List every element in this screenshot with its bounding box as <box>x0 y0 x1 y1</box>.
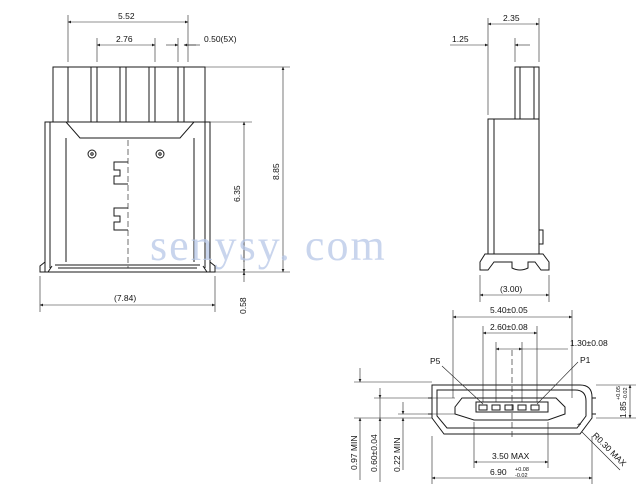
dim-1-25: 1.25 <box>452 34 469 44</box>
end-view: + 5.40±0.05 2.60±0.08 1.30±0.08 P5 P1 3.… <box>349 305 636 484</box>
dim-2-60: 2.60±0.08 <box>490 322 528 332</box>
dim-8-85: 8.85 <box>271 163 281 180</box>
dim-5-52: 5.52 <box>118 11 135 21</box>
watermark: senysy. com <box>150 221 387 270</box>
dim-5-40: 5.40±0.05 <box>490 305 528 315</box>
label-p5: P5 <box>430 356 441 366</box>
dim-2-35: 2.35 <box>503 13 520 23</box>
front-view: 5.52 2.76 0.50(5X) (7.84) 8.85 6.35 0.58 <box>39 11 290 314</box>
dim-1-85-tol-upper: +0.05 <box>616 386 622 400</box>
svg-text:+: + <box>577 422 581 429</box>
dim-1-30: 1.30±0.08 <box>570 338 608 348</box>
dim-6-90: 6.90 <box>490 467 507 477</box>
dim-0-58: 0.58 <box>238 297 248 314</box>
dim-7-84: (7.84) <box>114 293 136 303</box>
dim-0-22-min: 0.22 MIN <box>392 438 402 473</box>
dim-3-50-max: 3.50 MAX <box>492 451 530 461</box>
dim-6-35: 6.35 <box>232 185 242 202</box>
dim-0-97-min: 0.97 MIN <box>349 436 359 471</box>
dim-6-90-tol-lower: -0.02 <box>515 473 528 479</box>
dim-r0-30-max: R0.30 MAX <box>591 430 629 468</box>
dim-0-60-tol: 0.60±0.04 <box>369 434 379 472</box>
side-view: 2.35 1.25 (3.00) <box>450 13 550 302</box>
dim-0-50-5x: 0.50(5X) <box>204 34 237 44</box>
label-p1: P1 <box>580 355 591 365</box>
dim-2-76: 2.76 <box>116 34 133 44</box>
dim-1-85-tol-lower: -0.02 <box>623 387 629 400</box>
dim-3-00: (3.00) <box>500 284 522 294</box>
dim-6-90-tol-upper: +0.08 <box>515 467 529 473</box>
dim-1-85: 1.85 <box>618 401 628 418</box>
